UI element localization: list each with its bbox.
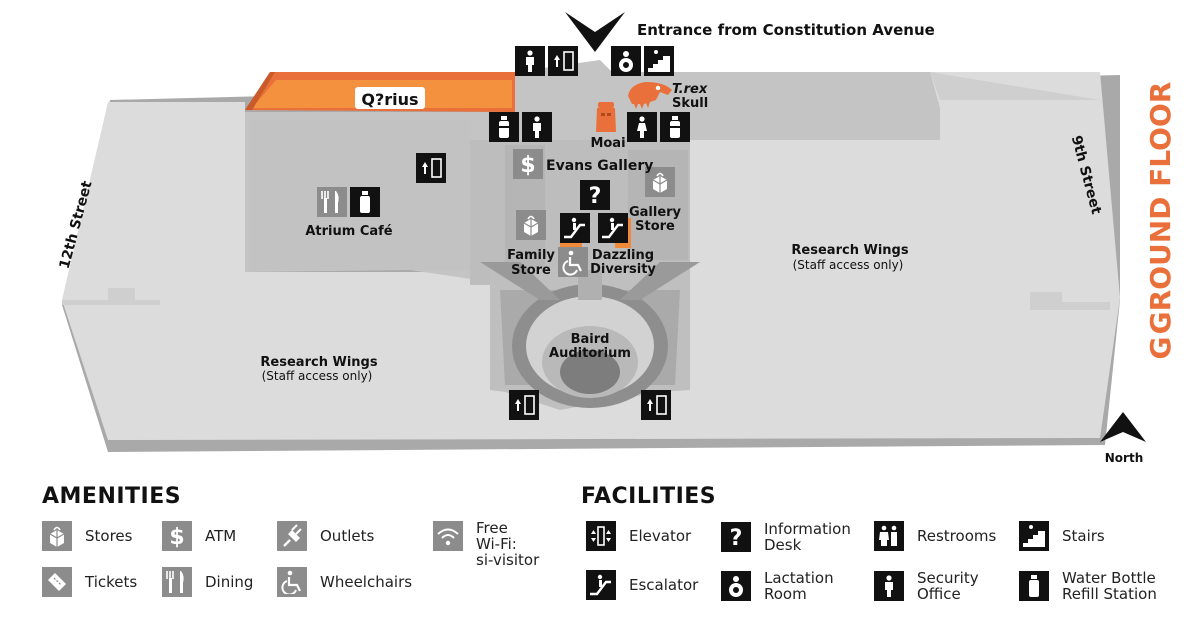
floor-title: GROUND FLOOR: [1144, 82, 1177, 335]
baird-auditorium: [480, 262, 700, 410]
stairs-icon[interactable]: [644, 46, 674, 76]
family-store-label-2: Store: [511, 263, 551, 278]
atm-icon[interactable]: [513, 149, 543, 179]
research-wings-west-label: Research Wings: [260, 355, 377, 370]
trex-label: T.rex: [672, 82, 708, 97]
wifi-icon: [433, 521, 463, 551]
elevator-icon[interactable]: [640, 389, 672, 421]
legend-security-office: Security Office: [874, 570, 979, 602]
trex-label-2: Skull: [672, 96, 708, 111]
gallery-store-label-2: Store: [635, 219, 675, 234]
entrance-arrow-icon: [565, 12, 625, 52]
research-wings-west-sub: (Staff access only): [262, 369, 373, 383]
stairs-icon: [1019, 521, 1049, 551]
svg-text:?: ?: [730, 526, 743, 549]
water-bottle-icon: [1019, 571, 1049, 601]
legend-stores: Stores: [42, 521, 132, 551]
legend-tickets: Tickets: [42, 567, 137, 597]
legend-outlets: Outlets: [277, 521, 374, 551]
information-icon: ?: [721, 522, 751, 552]
research-wings-east-sub: (Staff access only): [793, 258, 904, 272]
atrium-cafe-label: Atrium Café: [305, 224, 392, 239]
gallery-store-label: Gallery: [629, 205, 682, 220]
legend-escalator: Escalator: [586, 570, 698, 600]
wheelchair-icon: [277, 567, 307, 597]
svg-text:$: $: [169, 525, 184, 548]
qrius-logo: Q?rius: [355, 87, 425, 109]
water-bottle-icon[interactable]: [489, 112, 519, 142]
dazzling-diversity-label-2: Diversity: [590, 262, 656, 277]
floor-badge: G: [1144, 337, 1177, 360]
facilities-title: FACILITIES: [581, 484, 717, 509]
auditorium-label-2: Auditorium: [549, 346, 631, 361]
north-label: North: [1105, 451, 1143, 465]
dazzling-diversity-label: Dazzling: [592, 248, 654, 263]
elevator-icon[interactable]: [415, 152, 447, 184]
svg-text:Q?rius: Q?rius: [361, 90, 418, 109]
dining-icon: [162, 567, 192, 597]
moai-statue-icon: [596, 102, 616, 132]
research-wings-east-label: Research Wings: [791, 243, 908, 258]
north-arrow-icon: [1100, 412, 1146, 442]
ticket-icon: [42, 567, 72, 597]
legend-elevator: Elevator: [586, 521, 691, 551]
store-icon: [42, 521, 72, 551]
water-bottle-icon[interactable]: [350, 187, 380, 217]
wheelchair-icon[interactable]: [558, 247, 588, 277]
restroom-icon[interactable]: [522, 112, 552, 142]
lactation-icon: [721, 571, 751, 601]
atm-icon: $: [162, 521, 192, 551]
restroom-icon: [874, 521, 904, 551]
entrance-label: Entrance from Constitution Avenue: [637, 21, 935, 39]
trex-skull-icon: [628, 82, 672, 109]
information-icon[interactable]: [580, 180, 610, 210]
legend-restrooms: Restrooms: [874, 521, 996, 551]
dining-icon[interactable]: [316, 186, 348, 218]
lactation-icon[interactable]: [611, 46, 641, 76]
elevator-icon[interactable]: [508, 389, 540, 421]
store-icon[interactable]: [515, 209, 547, 241]
restroom-icon[interactable]: [515, 46, 545, 76]
auditorium-label: Baird: [571, 332, 610, 347]
amenities-title: AMENITIES: [42, 484, 182, 509]
legend-dining: Dining: [162, 567, 253, 597]
legend-wifi: Free Wi-Fi: si-visitor: [433, 520, 539, 568]
security-icon: [874, 571, 904, 601]
legend-stairs: Stairs: [1019, 521, 1105, 551]
legend-water-bottle: Water Bottle Refill Station: [1019, 570, 1157, 602]
escalator-icon[interactable]: [596, 211, 630, 245]
elevator-icon: [586, 521, 616, 551]
legend-information-desk: ? Information Desk: [721, 521, 851, 553]
elevator-icon[interactable]: [547, 45, 579, 77]
escalator-icon: [586, 570, 616, 600]
moai-label: Moai: [590, 136, 625, 151]
legend-atm: $ ATM: [162, 521, 236, 551]
family-store-label: Family: [507, 248, 555, 263]
restroom-icon[interactable]: [627, 112, 657, 142]
legend-wheelchairs: Wheelchairs: [277, 567, 412, 597]
water-bottle-icon[interactable]: [660, 112, 690, 142]
evans-gallery-label: Evans Gallery: [546, 158, 653, 174]
outlet-icon: [277, 521, 307, 551]
escalator-icon[interactable]: [558, 211, 592, 245]
legend-lactation-room: Lactation Room: [721, 570, 834, 602]
